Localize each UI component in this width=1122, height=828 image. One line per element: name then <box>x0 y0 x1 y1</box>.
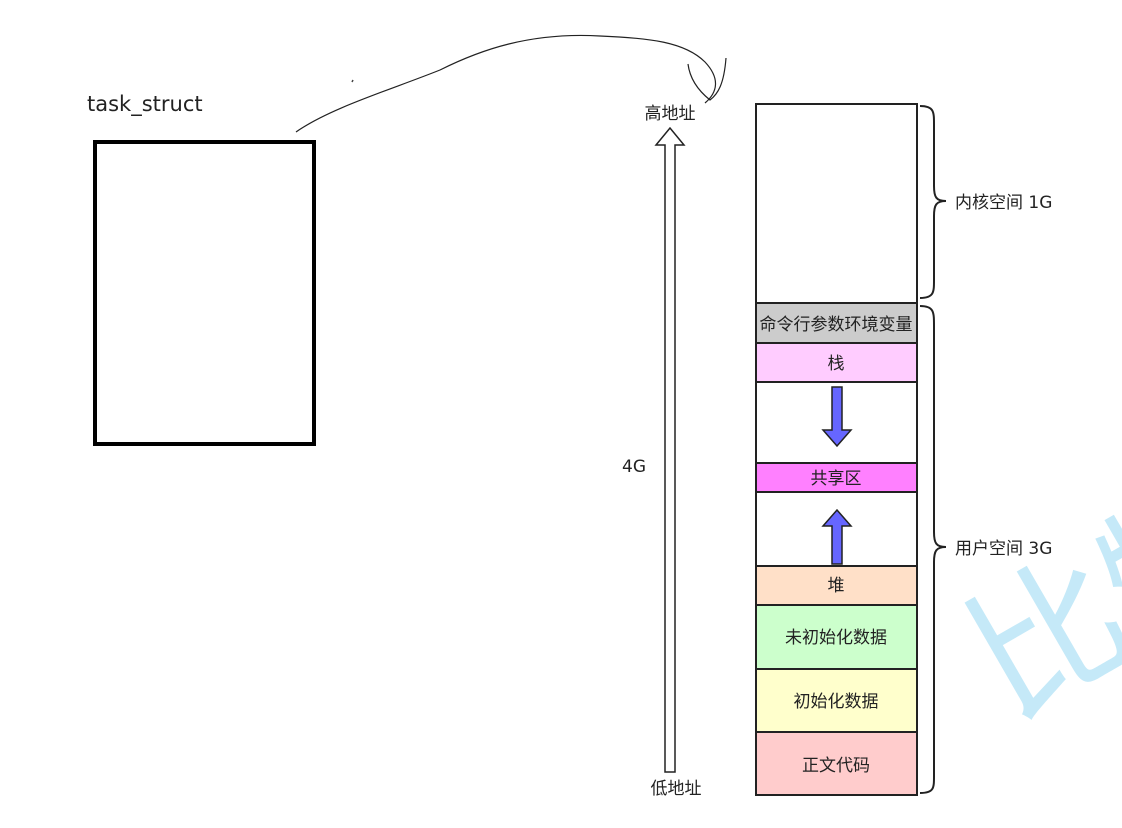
pointer-curve <box>295 34 727 133</box>
segment-kernel <box>755 103 918 304</box>
segment-shared: 共享区 <box>755 462 918 493</box>
segment-stack-label: 栈 <box>828 354 845 374</box>
segment-heap: 堆 <box>755 565 918 606</box>
watermark-text: 比特就业课 <box>941 225 1122 751</box>
segment-column: 命令行参数环境变量 栈 共享区 堆 未初始化数据 初始化数据 <box>755 103 918 796</box>
segment-args-env: 命令行参数环境变量 <box>755 302 918 344</box>
kernel-space-brace <box>919 105 947 299</box>
curve-dot <box>351 79 354 83</box>
task-struct-box <box>93 140 316 446</box>
segment-bss-label: 未初始化数据 <box>785 628 887 648</box>
segment-text-label: 正文代码 <box>802 756 870 776</box>
segment-bss: 未初始化数据 <box>755 604 918 670</box>
user-space-label: 用户空间 3G <box>955 539 1052 559</box>
segment-stack: 栈 <box>755 342 918 383</box>
segment-text: 正文代码 <box>755 731 918 796</box>
segment-data-label: 初始化数据 <box>794 692 879 712</box>
task-struct-label: task_struct <box>87 92 203 117</box>
kernel-space-label: 内核空间 1G <box>955 193 1052 213</box>
address-axis-arrow <box>654 126 686 773</box>
stack-growth-down-arrow <box>821 386 853 448</box>
watermark: 比特就业课 <box>941 225 1122 751</box>
low-address-label: 低地址 <box>651 779 702 799</box>
segment-data: 初始化数据 <box>755 668 918 733</box>
size-label: 4G <box>622 457 646 477</box>
high-address-label: 高地址 <box>645 104 696 124</box>
segment-heap-label: 堆 <box>828 576 845 596</box>
user-space-brace <box>919 305 947 794</box>
heap-growth-up-arrow <box>821 508 853 565</box>
segment-args-env-label: 命令行参数环境变量 <box>760 315 913 335</box>
segment-shared-label: 共享区 <box>811 469 862 489</box>
